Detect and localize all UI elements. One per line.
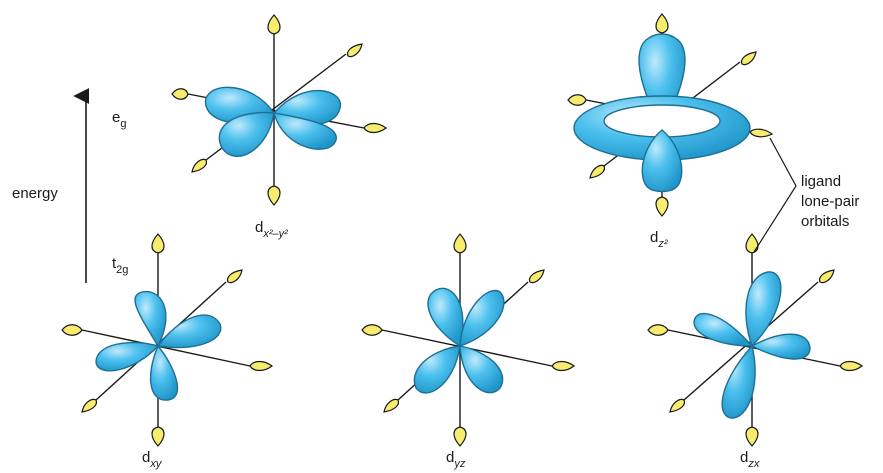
- ligand-icon: [152, 234, 164, 253]
- t2g-label: t2g: [112, 255, 128, 276]
- eg-base: e: [112, 109, 120, 126]
- ligand-icon: [454, 427, 466, 446]
- ligand-icon: [348, 44, 362, 57]
- callout-line1: ligand: [801, 173, 841, 190]
- orbital-dz2: dz²: [568, 14, 772, 250]
- lobes-dx2-y2: [206, 87, 341, 156]
- ligand-icon: [750, 129, 772, 137]
- eg-sub: g: [120, 118, 126, 130]
- label-dx2-y2: dx²–y²: [255, 219, 288, 240]
- ligand-icon: [152, 427, 164, 446]
- dzx-base: d: [740, 449, 748, 466]
- ligand-icon: [656, 197, 668, 216]
- label-dxy: dxy: [142, 449, 163, 470]
- ligand-icon: [268, 186, 280, 205]
- callout-leader: [754, 138, 796, 252]
- dyz-base: d: [446, 449, 454, 466]
- ligand-icon: [820, 270, 834, 283]
- ligand-icon: [840, 362, 862, 371]
- callout-line2: lone-pair: [801, 193, 859, 210]
- dxy-base: d: [142, 449, 150, 466]
- ligand-icon: [172, 89, 188, 100]
- ligand-icon: [656, 14, 668, 33]
- energy-axis: energy: [12, 96, 86, 283]
- callout-line3: orbitals: [801, 213, 849, 230]
- orbital-dyz: dyz: [362, 234, 574, 470]
- dz2-base: d: [650, 229, 658, 246]
- ligand-icon: [82, 400, 96, 413]
- dxy-sub: xy: [149, 458, 163, 470]
- dx2-y2-sub: x²–y²: [262, 228, 288, 240]
- ligand-icon: [192, 160, 206, 173]
- callout-text: ligand lone-pair orbitals: [801, 173, 864, 230]
- label-dyz: dyz: [446, 449, 466, 470]
- ligand-icon: [552, 362, 574, 371]
- ligand-icon: [670, 400, 684, 413]
- t2g-sub: 2g: [116, 264, 128, 276]
- lobes-dzx: [694, 272, 810, 418]
- dyz-sub: yz: [453, 458, 466, 470]
- ligand-icon: [454, 234, 466, 253]
- ligand-icon: [62, 325, 82, 336]
- ligand-icon: [228, 270, 242, 283]
- dx2-y2-base: d: [255, 219, 263, 236]
- ligand-icon: [268, 15, 280, 34]
- dzx-sub: zx: [747, 458, 760, 470]
- energy-label: energy: [12, 185, 58, 202]
- lobes-dyz: [414, 288, 504, 393]
- ligand-icon: [742, 52, 756, 65]
- orbital-dx2-y2: dx²–y²: [172, 15, 386, 240]
- ligand-icon: [590, 166, 604, 179]
- orbital-dzx: dzx: [648, 234, 862, 470]
- ligand-icon: [648, 325, 668, 336]
- ligand-icon: [362, 325, 382, 336]
- label-dzx: dzx: [740, 449, 760, 470]
- ligand-icon: [250, 362, 272, 371]
- ligand-icon: [568, 95, 586, 106]
- label-dz2: dz²: [650, 229, 668, 250]
- ligand-icon: [364, 124, 386, 133]
- eg-label: eg: [112, 109, 126, 130]
- ligand-icon: [530, 270, 544, 283]
- ligand-icon: [746, 234, 758, 253]
- ligand-icon: [384, 400, 398, 413]
- dz2-sub: z²: [657, 238, 668, 250]
- orbital-dxy: dxy: [62, 234, 272, 470]
- ligand-icon: [746, 427, 758, 446]
- ligand-callout: ligand lone-pair orbitals: [754, 138, 864, 252]
